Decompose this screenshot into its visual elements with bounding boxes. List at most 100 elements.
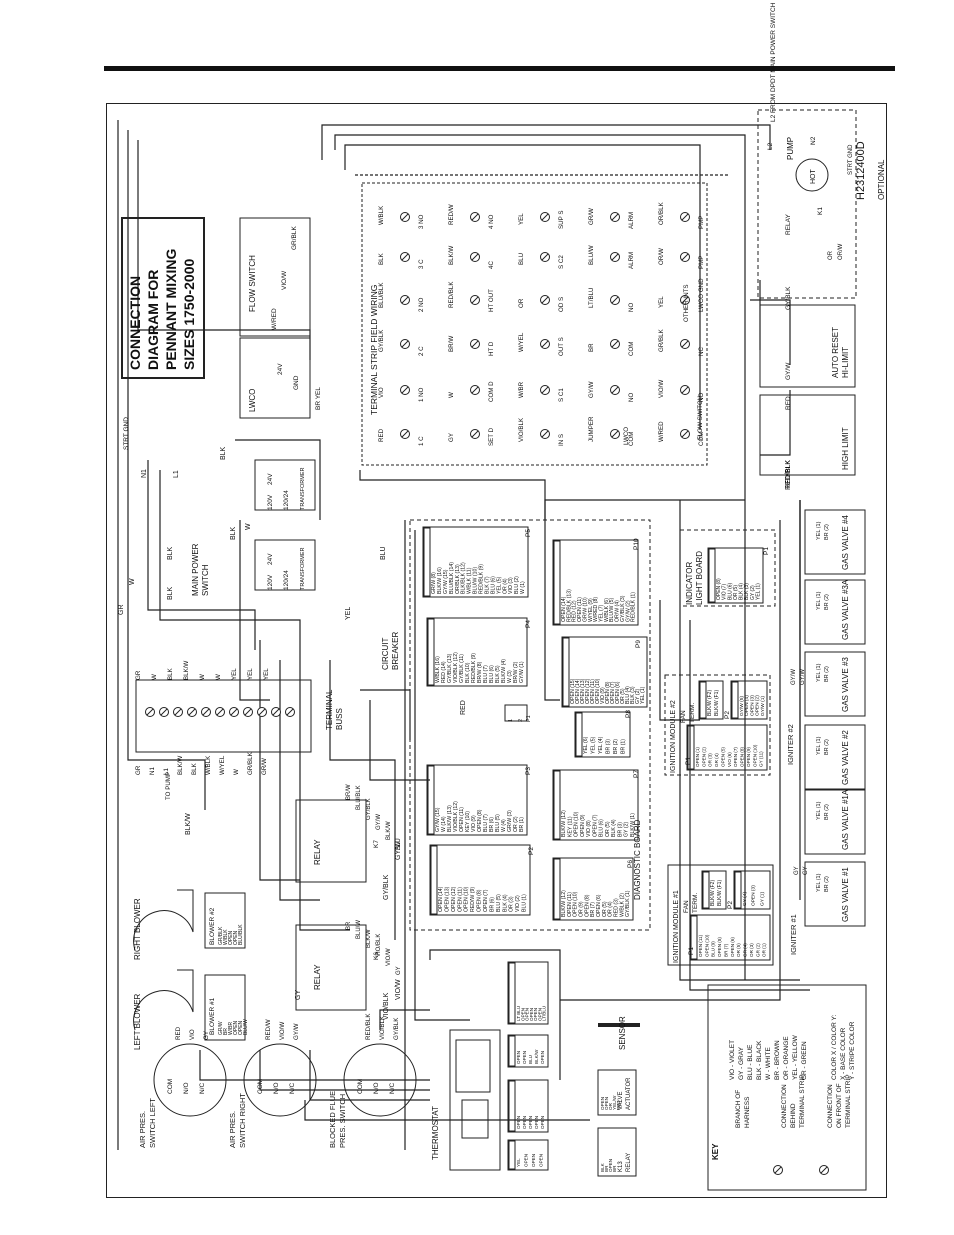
connector-p3-pin: BR (6) (489, 817, 495, 832)
transformer-1 (254, 459, 316, 511)
ignition-p2-pin: GY/W (5) (739, 696, 745, 716)
key-front: CONNECTION (827, 1084, 834, 1128)
small-connector-4-pin: OPEN (524, 1154, 529, 1167)
strip-wire: YEL (518, 213, 525, 225)
high-limit-wire: RED (785, 396, 792, 410)
connector-p3-pin: OPEN (8) (477, 809, 483, 832)
flow-switch-title: FLOW SWITCH (248, 255, 257, 312)
small-connector-3-pin: OPEN (528, 1116, 533, 1129)
ignition-fan-pins-rail (702, 871, 710, 909)
connector-p5-pin: BLU/BLK (14) (449, 562, 455, 594)
connector-p9 (561, 636, 648, 708)
flow-switch-wire: W/RED (271, 308, 278, 330)
connector-p6-pin: OPEN (8) (584, 894, 590, 917)
lwco-gnd: GND (293, 375, 300, 390)
harness-center-2 (414, 530, 470, 1021)
strip-wire: BR (588, 343, 595, 352)
igniter-wire: GY (794, 866, 800, 875)
wire-label: GY/BLK (383, 874, 390, 900)
ignition-fan-pins-pin: BLK/W (F2) (707, 690, 713, 716)
strip-wire: RED (378, 428, 385, 442)
flow-switch-wire: GR/BLK (291, 225, 298, 250)
connector-p2-pin: OPEN (13) (444, 886, 450, 912)
connector-p10-pin: GY/BLK (3) (620, 595, 626, 622)
connector-p9-pin: BLK (3) (630, 686, 636, 704)
strip-terminal-label: 1 C (418, 436, 425, 446)
pressure-switch-1 (153, 1043, 227, 1117)
buss-left-label: L1 (163, 768, 170, 775)
connector-p2-pin: BR (6) (489, 897, 495, 912)
wire-label: BLK/W (185, 813, 192, 835)
power-w: W (129, 578, 136, 585)
small-connector-3 (507, 1079, 549, 1133)
connector-p6-pin: W/BLK (2) (619, 893, 625, 917)
ignition-p1-pin: OPEN (7) (733, 747, 738, 767)
hi-limit-lead-2 (760, 390, 791, 456)
relay-title: RELAY (313, 964, 322, 990)
ignition-p1-pin: BR (7) (723, 943, 728, 957)
gas-valve-pin: YEL (1) (816, 801, 822, 820)
high-limit-wire: RED/BLK (785, 460, 792, 488)
key-color-xy: COLOR X / COLOR Y: (831, 1015, 838, 1080)
ignition-p2-pin: OPEN (2) (755, 695, 761, 716)
connector-p10-pin: RED/BLK (1) (631, 592, 637, 622)
small-connector-1-pin: LT/BLU (542, 1006, 547, 1021)
indicator-title: INDICATOR (685, 562, 694, 605)
blower-1-name: BLOWER #1 (209, 997, 216, 1035)
terminal-slot (272, 708, 280, 716)
terminal-slot (244, 708, 252, 716)
terminal-slot (611, 213, 619, 221)
connector-p4-pin: GY/BLK (13) (447, 653, 453, 683)
transformer-24v: 24V (267, 473, 274, 485)
indicator-connector-pin: OPEN (8) (716, 578, 722, 600)
key-color: YEL - YELLOW (792, 1034, 799, 1080)
connector-p10-pin: RED/BLK (13) (566, 589, 572, 622)
ignition-p2-name: P2 (724, 711, 731, 719)
terminal-slot (681, 296, 689, 304)
pressure-switch-wire: RED/BLK (365, 1013, 372, 1040)
auto-reset-title: HI-LIMIT (841, 347, 850, 378)
strip-terminal-label: SUP S (558, 211, 565, 229)
blower-2-pin: OPEN (228, 930, 234, 945)
igniter-wire: GY/W (800, 669, 806, 685)
power-l1: L1 (173, 470, 180, 478)
pressure-switch-wire: VIO/BLK (379, 1015, 386, 1040)
key-behind: BEHIND (790, 1103, 797, 1128)
small-connector-1-rail (508, 962, 516, 1024)
strip-wire: RED/BLK (448, 281, 455, 308)
ignition-fan-term: FAN (680, 710, 687, 723)
power-blk: BLK (167, 586, 174, 600)
connector-p7-pin: BLK/W (1) (630, 813, 636, 837)
ignition-p1-rail (690, 915, 698, 960)
gas-valve-4 (804, 724, 866, 790)
connector-p3 (426, 764, 528, 836)
connector-p2-pin: OPEN (11) (457, 887, 463, 912)
transformer-title: TRANSFORMER (300, 468, 306, 511)
connector-p8-pin: YEL (6) (583, 736, 589, 754)
strip-terminal-label: PMP (698, 256, 705, 269)
optional-pump-box (757, 109, 857, 299)
ignition-p2-rail (734, 871, 742, 909)
strip-terminal-label: 4 NO (488, 214, 495, 229)
ignition-p1-pin: OPEN (9) (746, 747, 751, 767)
ignition-fan-pins-pin: BLK/W (F1) (714, 690, 720, 716)
terminal-slot (286, 708, 294, 716)
wire-label: BLK (220, 446, 227, 460)
wire-label: RED/BLK (785, 460, 792, 490)
connector-p6-pin: OPEN (6) (596, 894, 602, 917)
connector-p3-rail (427, 765, 435, 835)
buss-to-pump: TO PUMP (165, 772, 172, 800)
flow-switch-box (239, 217, 311, 337)
ignition-p2-rail (731, 681, 739, 719)
p7-name: P7 (633, 770, 640, 778)
connector-p7-pin: OPEN (7) (592, 814, 598, 837)
blower-2-connector (204, 892, 246, 949)
p5-name: P5 (525, 529, 532, 537)
strip-terminal-label: COM (628, 342, 635, 356)
terminal-slot (174, 708, 182, 716)
small-connector-2-pin: OPEN (516, 1051, 521, 1064)
small-connector-3-pin: OPEN (540, 1116, 545, 1129)
connector-p4-pin: BLU (6) (489, 665, 495, 683)
connector-p5-pin: RED/BLK (9) (479, 564, 485, 594)
small-connector-1-pin: OPEN (525, 1008, 530, 1021)
